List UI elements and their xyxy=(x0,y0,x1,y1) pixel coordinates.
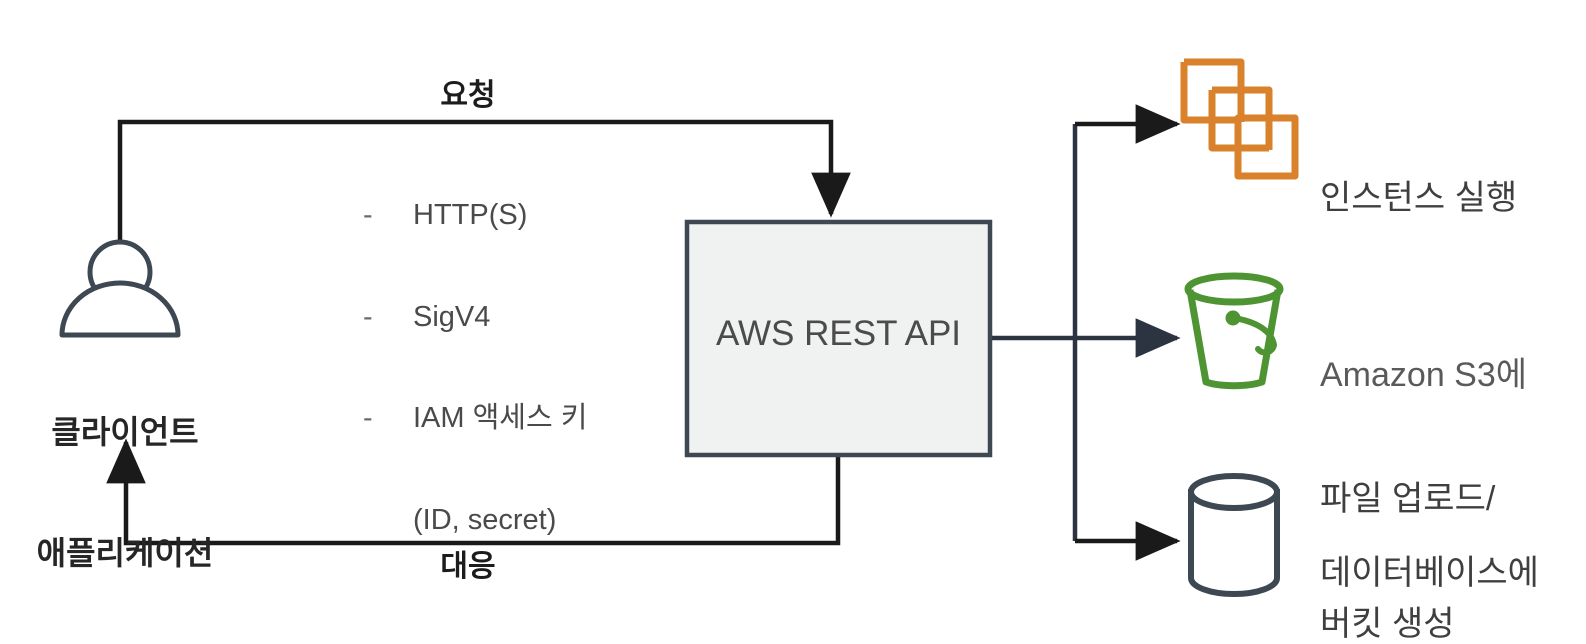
service-label-line: 데이터베이스에 xyxy=(1320,553,1539,592)
service-label-ec2: 인스턴스 실행 xyxy=(1320,95,1517,302)
database-cylinder-icon xyxy=(1188,473,1280,597)
client-label-line2: 애플리케이션 xyxy=(36,534,214,571)
list-item-label: HTTP(S) xyxy=(413,199,528,232)
ec2-instances-icon xyxy=(1180,58,1299,180)
service-label-line: 인스턴스 실행 xyxy=(1320,178,1518,217)
request-label: 요청 xyxy=(440,79,496,112)
bullet-dash-icon: - xyxy=(363,199,373,232)
request-connector xyxy=(117,119,851,248)
service-label-line: 버킷 생성 xyxy=(1320,604,1455,643)
client-label-line1: 클라이언트 xyxy=(51,413,199,450)
service-label-line: Amazon S3에 xyxy=(1320,355,1528,394)
request-details-list: - HTTP(S) - SigV4 - IAM 액세스 키 (ID, secre… xyxy=(363,130,587,604)
response-connector xyxy=(106,438,841,546)
s3-bucket-icon xyxy=(1184,272,1284,390)
list-item-label: SigV4 xyxy=(413,300,491,333)
service-label-database: 데이터베이스에 있는 항목 업데이트 xyxy=(1320,470,1539,644)
list-item-continuation: (ID, secret) xyxy=(413,503,557,536)
bullet-dash-icon: - xyxy=(363,402,373,435)
service-label-line: 파일 업로드/ xyxy=(1320,480,1496,519)
bullet-dash-icon: - xyxy=(363,300,373,333)
response-label: 대응 xyxy=(440,550,496,583)
service-label-s3: Amazon S3에 파일 업로드/ 버킷 생성 xyxy=(1320,272,1527,644)
list-item: - SigV4 xyxy=(363,300,587,333)
person-icon xyxy=(59,239,181,338)
client-label: 클라이언트 애플리케이션 xyxy=(0,331,250,644)
list-item: - HTTP(S) xyxy=(363,198,587,231)
list-item: - IAM 액세스 키 xyxy=(363,401,587,434)
aws-rest-api-box xyxy=(684,219,993,458)
list-item-label: IAM 액세스 키 xyxy=(413,402,588,435)
aws-rest-api-title: AWS REST API xyxy=(715,314,962,353)
